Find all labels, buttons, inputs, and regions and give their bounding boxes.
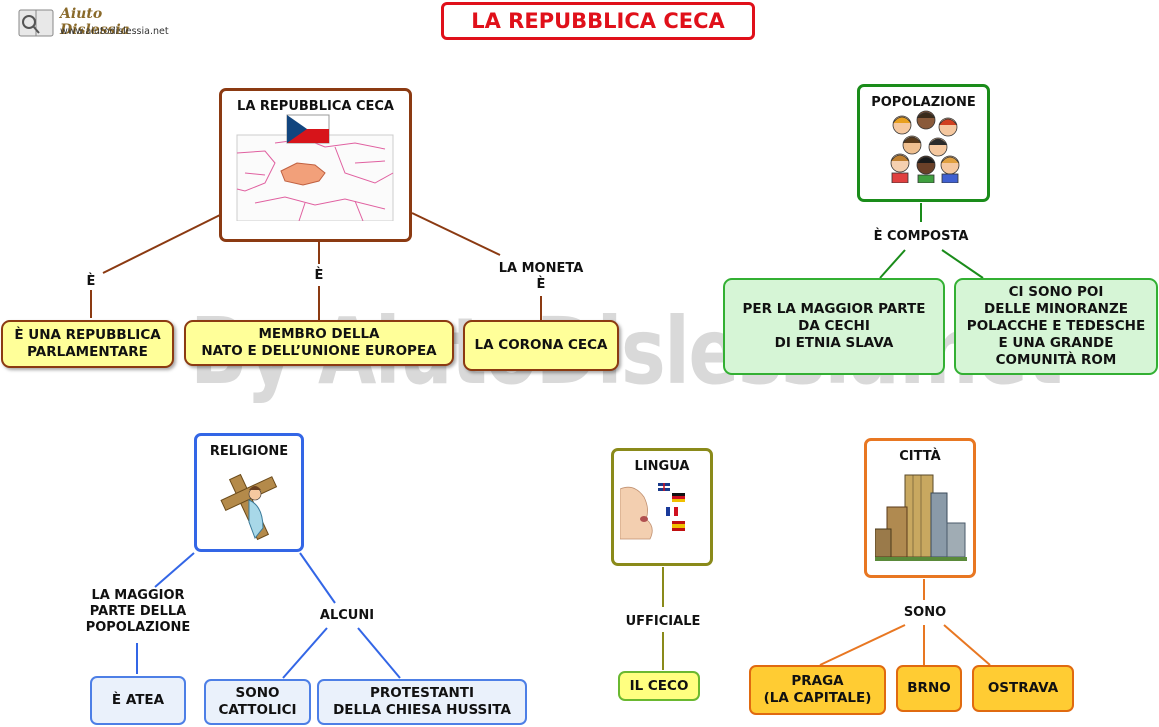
republic-link-3: LA MONETA È <box>498 261 584 292</box>
connector <box>102 214 221 274</box>
cities-link: SONO <box>903 605 947 620</box>
book-icon <box>18 9 54 37</box>
connector <box>411 212 501 256</box>
cities-box-prague: PRAGA (LA CAPITALE) <box>749 665 886 715</box>
religion-node: RELIGIONE <box>194 433 304 552</box>
logo-url: www.aiutodislessia.net <box>60 26 169 37</box>
logo[interactable]: Aiuto Dislessia www.aiutodislessia.net <box>14 4 174 40</box>
connector <box>879 249 906 279</box>
religion-box-hussite: PROTESTANTI DELLA CHIESA HUSSITA <box>317 679 527 725</box>
czech-flag-icon <box>286 114 330 144</box>
population-box-majority: PER LA MAGGIOR PARTE DA CECHI DI ETNIA S… <box>723 278 945 375</box>
language-link: UFFICIALE <box>625 614 701 629</box>
religion-title: RELIGIONE <box>209 444 289 459</box>
population-node: POPOLAZIONE <box>857 84 990 202</box>
connector <box>357 627 401 679</box>
connector <box>941 249 984 279</box>
logo-name: Aiuto Dislessia <box>60 6 130 38</box>
republic-link-1: È <box>86 274 96 289</box>
cross-icon <box>220 473 278 541</box>
language-node: LINGUA <box>611 448 713 566</box>
connector <box>282 627 328 679</box>
page-title: LA REPUBBLICA CECA <box>441 2 755 40</box>
republic-node: LA REPUBBLICA CECA <box>219 88 412 242</box>
connector <box>819 624 906 666</box>
religion-box-atheist: È ATEA <box>90 676 186 725</box>
religion-box-catholic: SONO CATTOLICI <box>204 679 311 725</box>
language-box-czech: IL CECO <box>618 671 700 701</box>
cities-box-brno: BRNO <box>896 665 962 712</box>
czech-map-icon <box>236 114 394 221</box>
language-title: LINGUA <box>634 459 690 474</box>
republic-box-nato-eu: MEMBRO DELLA NATO E DELL’UNIONE EUROPEA <box>184 320 454 366</box>
republic-box-currency: LA CORONA CECA <box>463 320 619 371</box>
population-title: POPOLAZIONE <box>871 95 976 110</box>
population-link: È COMPOSTA <box>873 229 969 244</box>
religion-link-majority: LA MAGGIOR PARTE DELLA POPOLAZIONE <box>85 588 191 635</box>
population-box-minorities: CI SONO POI DELLE MINORANZE POLACCHE E T… <box>954 278 1158 375</box>
religion-link-some: ALCUNI <box>319 608 375 623</box>
republic-box-parliamentary: È UNA REPUBBLICA PARLAMENTARE <box>1 320 174 368</box>
cities-box-ostrava: OSTRAVA <box>972 665 1074 712</box>
republic-link-2: È <box>314 268 324 283</box>
cities-title: CITTÀ <box>899 449 941 464</box>
city-buildings-icon <box>875 474 967 561</box>
people-icon <box>890 110 960 183</box>
cities-node: CITTÀ <box>864 438 976 578</box>
connector <box>299 552 336 604</box>
republic-title: LA REPUBBLICA CECA <box>237 99 394 114</box>
speaking-flags-icon <box>620 483 685 540</box>
connector <box>154 552 195 588</box>
connector <box>943 624 991 666</box>
